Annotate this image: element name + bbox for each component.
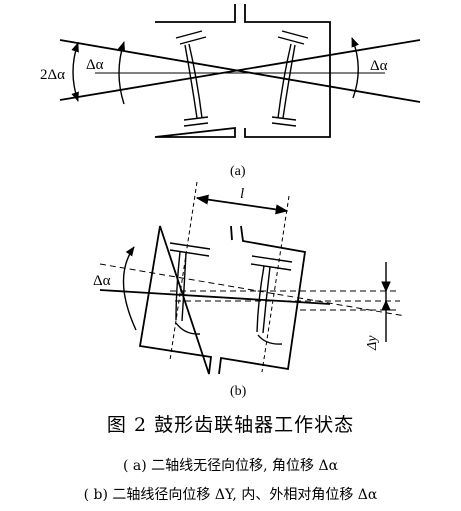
label-2-delta-alpha: 2Δα: [40, 67, 65, 83]
right-gear-hub-b: [250, 255, 293, 345]
tilted-axis-b: [99, 263, 406, 317]
panel-a: [59, 4, 421, 138]
label-delta-alpha-left: Δα: [86, 57, 104, 73]
panel-b: [99, 181, 406, 375]
caption-line-a: ( a) 二轴线无径向位移, 角位移 Δα: [122, 458, 339, 474]
figure-title: 图 2 鼓形齿联轴器工作状态: [106, 414, 355, 436]
offset-arrows: [381, 281, 391, 311]
label-delta-y: Δy: [365, 335, 380, 351]
label-l: l: [240, 186, 244, 202]
dim-ext-right: [261, 195, 290, 373]
arc-delta-alpha-left: [117, 41, 126, 105]
shaft-axis-b: [99, 289, 331, 305]
label-delta-alpha-b: Δα: [93, 273, 111, 289]
arc-2-delta-alpha: [71, 42, 79, 102]
dim-ext-left: [169, 181, 198, 361]
dim-line-l: [195, 194, 289, 215]
housing-a: [154, 4, 331, 138]
housing-b: [138, 225, 307, 375]
label-delta-alpha-right: Δα: [370, 58, 388, 74]
arc-delta-alpha-b: [122, 246, 137, 331]
left-gear-hub-b: [169, 242, 211, 335]
panel-a-label: (a): [230, 164, 246, 179]
left-gear-hub-a: [175, 30, 209, 127]
arc-delta-alpha-right: [351, 37, 359, 99]
right-gear-hub-a: [271, 30, 309, 127]
coupling-diagram: 2Δα Δα Δα (a): [40, 4, 421, 399]
caption-line-b: ( b) 二轴线径向位移 ΔY, 内、外相对角位移 Δα: [83, 487, 378, 503]
panel-b-label: (b): [230, 384, 247, 399]
